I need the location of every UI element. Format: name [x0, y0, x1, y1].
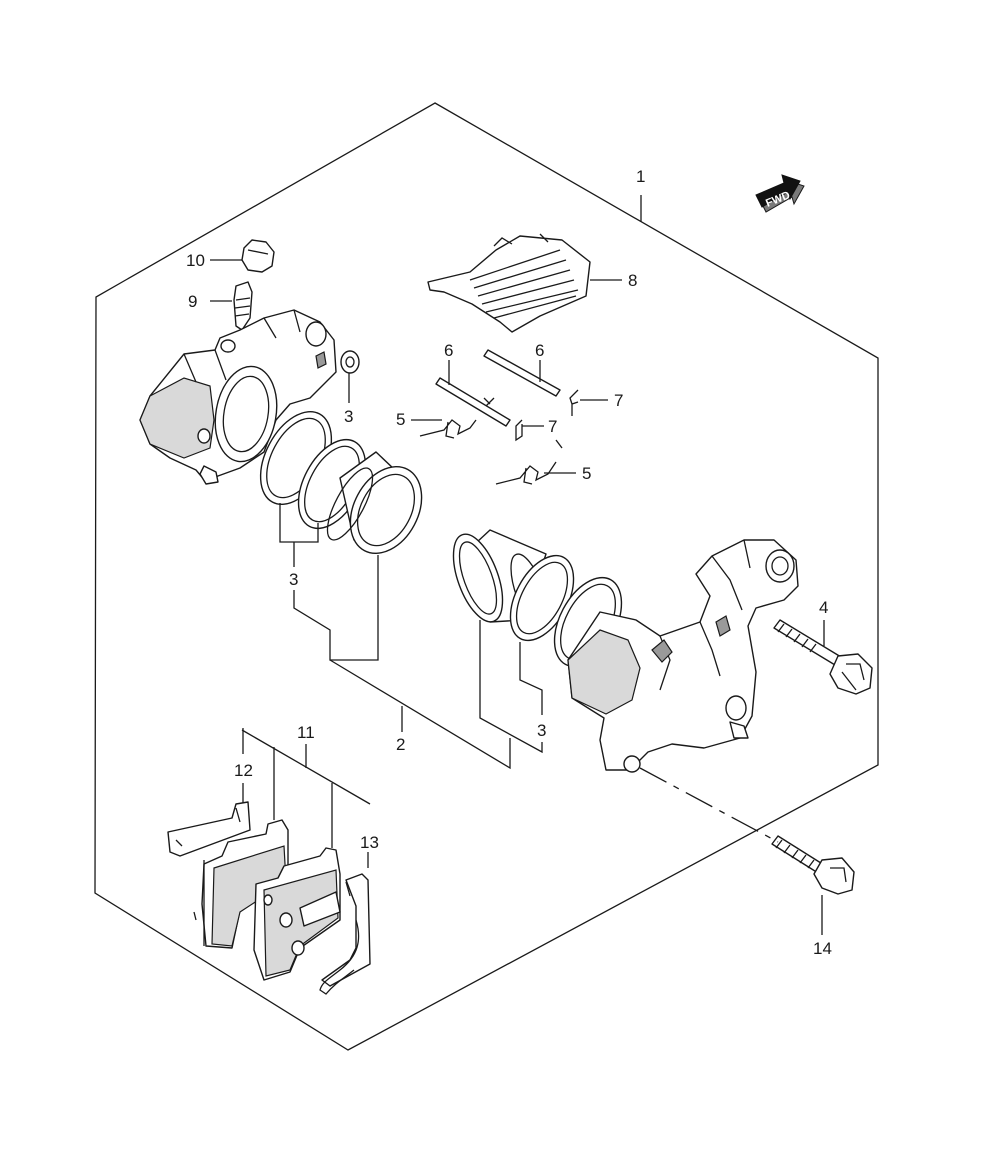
piston-left — [326, 451, 423, 555]
callout-3-right: 3 — [537, 721, 546, 740]
callout-14: 14 — [813, 939, 832, 958]
caliper-half-right — [567, 539, 799, 773]
pin-clip-upper — [569, 389, 579, 416]
callout-8: 8 — [628, 271, 637, 290]
bleeder-valve — [233, 281, 253, 331]
callout-6-right: 6 — [535, 341, 544, 360]
callout-2: 2 — [396, 735, 405, 754]
callout-4: 4 — [819, 598, 828, 617]
assembly-outline — [94, 102, 879, 1051]
spring-clip-lower — [495, 439, 563, 485]
leader-lines — [210, 195, 825, 935]
callout-12: 12 — [234, 761, 253, 780]
callout-11: 11 — [297, 723, 315, 742]
callout-labels: 1 8 10 9 3 6 6 5 7 7 5 3 4 2 3 11 12 13 … — [186, 167, 832, 958]
brake-pad-b — [253, 847, 341, 981]
seal-washer — [340, 350, 360, 374]
caliper-half-left — [139, 309, 337, 485]
callout-7-lower: 7 — [548, 417, 557, 436]
pad-pin-right — [483, 349, 561, 397]
callout-6-left: 6 — [444, 341, 453, 360]
dust-seal-ring-right — [509, 554, 575, 642]
pad-retainer — [319, 873, 371, 995]
caliper-bolt-lower — [771, 835, 855, 895]
callout-5-upper: 5 — [396, 410, 405, 429]
callout-9: 9 — [188, 292, 197, 311]
callout-3-washer: 3 — [344, 407, 353, 426]
pad-shim — [167, 801, 251, 857]
brake-pad-a — [193, 819, 289, 949]
pin-clip-lower — [515, 419, 523, 442]
pad-pin-left — [435, 377, 511, 427]
callout-1: 1 — [636, 167, 645, 186]
pad-spring — [427, 233, 591, 333]
fwd-arrow-icon: FWD — [755, 174, 805, 213]
callout-7-upper: 7 — [614, 391, 623, 410]
spring-clip-upper — [419, 397, 495, 439]
callout-5-lower: 5 — [582, 464, 591, 483]
callout-3-left: 3 — [289, 570, 298, 589]
bolt-axis-line — [639, 767, 779, 843]
callout-10: 10 — [186, 251, 205, 270]
callout-13: 13 — [360, 833, 379, 852]
bleeder-cap — [241, 239, 275, 273]
caliper-bolt-upper — [773, 619, 873, 695]
